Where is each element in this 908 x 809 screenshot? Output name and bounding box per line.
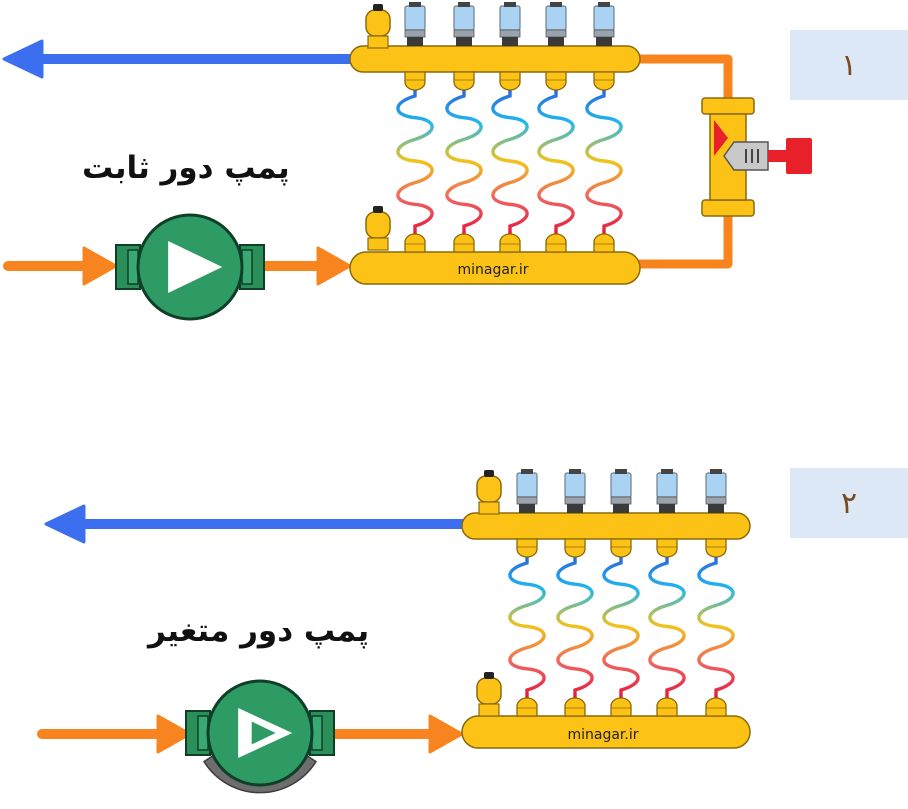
system-1-badge: ۱ bbox=[790, 30, 908, 100]
loop-connector-top bbox=[453, 71, 475, 91]
bypass-pipe-top bbox=[630, 54, 733, 100]
system-1-loop-5 bbox=[585, 82, 623, 240]
loop-connector-bottom bbox=[453, 233, 475, 253]
actuator-icon bbox=[545, 2, 567, 46]
actuator-icon bbox=[610, 469, 632, 513]
actuator-icon bbox=[516, 469, 538, 513]
loop-connector-top bbox=[516, 538, 538, 558]
loop-connector-bottom bbox=[656, 697, 678, 717]
loop-connector-top bbox=[593, 71, 615, 91]
flow-arrow-icon bbox=[316, 246, 352, 286]
system-2-watermark: minagar.ir bbox=[567, 727, 638, 743]
system-2-return-arrow bbox=[44, 504, 469, 544]
loop-connector-bottom bbox=[499, 233, 521, 253]
system-2-loop-4 bbox=[648, 549, 686, 704]
loop-connector-top bbox=[564, 538, 586, 558]
actuator-icon bbox=[656, 469, 678, 513]
air-vent-icon bbox=[365, 206, 391, 251]
system-1-supply-arrow-out bbox=[259, 246, 352, 286]
system-1-loop-2 bbox=[445, 82, 483, 240]
flow-arrow-icon bbox=[44, 504, 86, 544]
system-2-pump-label: پمپ دور متغیر bbox=[148, 613, 370, 649]
flow-arrow-icon bbox=[82, 246, 118, 286]
loop-connector-top bbox=[404, 71, 426, 91]
actuator-icon bbox=[705, 469, 727, 513]
bypass-pipe-bottom bbox=[630, 216, 733, 269]
loop-connector-top bbox=[705, 538, 727, 558]
system-2-loop-5 bbox=[697, 549, 735, 704]
flow-arrow-icon bbox=[428, 714, 464, 754]
loop-connector-top bbox=[610, 538, 632, 558]
system-1-supply-arrow-in bbox=[3, 246, 118, 286]
system-1-pump-label: پمپ دور ثابت bbox=[82, 150, 290, 186]
system-2-return-manifold bbox=[461, 512, 751, 540]
loop-connector-bottom bbox=[545, 233, 567, 253]
loop-connector-bottom bbox=[404, 233, 426, 253]
loop-connector-bottom bbox=[593, 233, 615, 253]
air-vent-icon bbox=[476, 470, 502, 515]
system-2-supply-arrow-in bbox=[37, 714, 192, 754]
system-1-supply-manifold bbox=[349, 251, 641, 285]
flow-arrow-icon bbox=[2, 39, 44, 79]
air-vent-icon bbox=[365, 4, 391, 49]
system-2-loop-1 bbox=[508, 549, 546, 704]
system-1-loop-4 bbox=[537, 82, 575, 240]
system-1-watermark: minagar.ir bbox=[457, 262, 528, 278]
loop-connector-top bbox=[499, 71, 521, 91]
actuator-icon bbox=[404, 2, 426, 46]
system-2-loop-3 bbox=[602, 549, 640, 704]
system-1-return-manifold bbox=[349, 45, 641, 73]
actuator-icon bbox=[499, 2, 521, 46]
actuator-icon bbox=[453, 2, 475, 46]
loop-connector-bottom bbox=[564, 697, 586, 717]
system-1-loop-1 bbox=[396, 82, 434, 240]
actuator-icon bbox=[593, 2, 615, 46]
flow-arrow-icon bbox=[156, 714, 192, 754]
loop-connector-bottom bbox=[516, 697, 538, 717]
pump-icon bbox=[185, 679, 335, 794]
differential-bypass-valve-icon bbox=[701, 97, 812, 217]
system-2-loop-2 bbox=[556, 549, 594, 704]
system-1-loop-3 bbox=[491, 82, 529, 240]
system-2-supply-arrow-out bbox=[325, 714, 464, 754]
air-vent-icon bbox=[476, 672, 502, 717]
loop-connector-top bbox=[656, 538, 678, 558]
pump-icon bbox=[115, 213, 265, 321]
loop-connector-bottom bbox=[705, 697, 727, 717]
system-2-supply-manifold bbox=[461, 715, 751, 749]
system-2-badge: ۲ bbox=[790, 468, 908, 538]
loop-connector-bottom bbox=[610, 697, 632, 717]
loop-connector-top bbox=[545, 71, 567, 91]
actuator-icon bbox=[564, 469, 586, 513]
system-1-return-arrow bbox=[2, 39, 357, 79]
